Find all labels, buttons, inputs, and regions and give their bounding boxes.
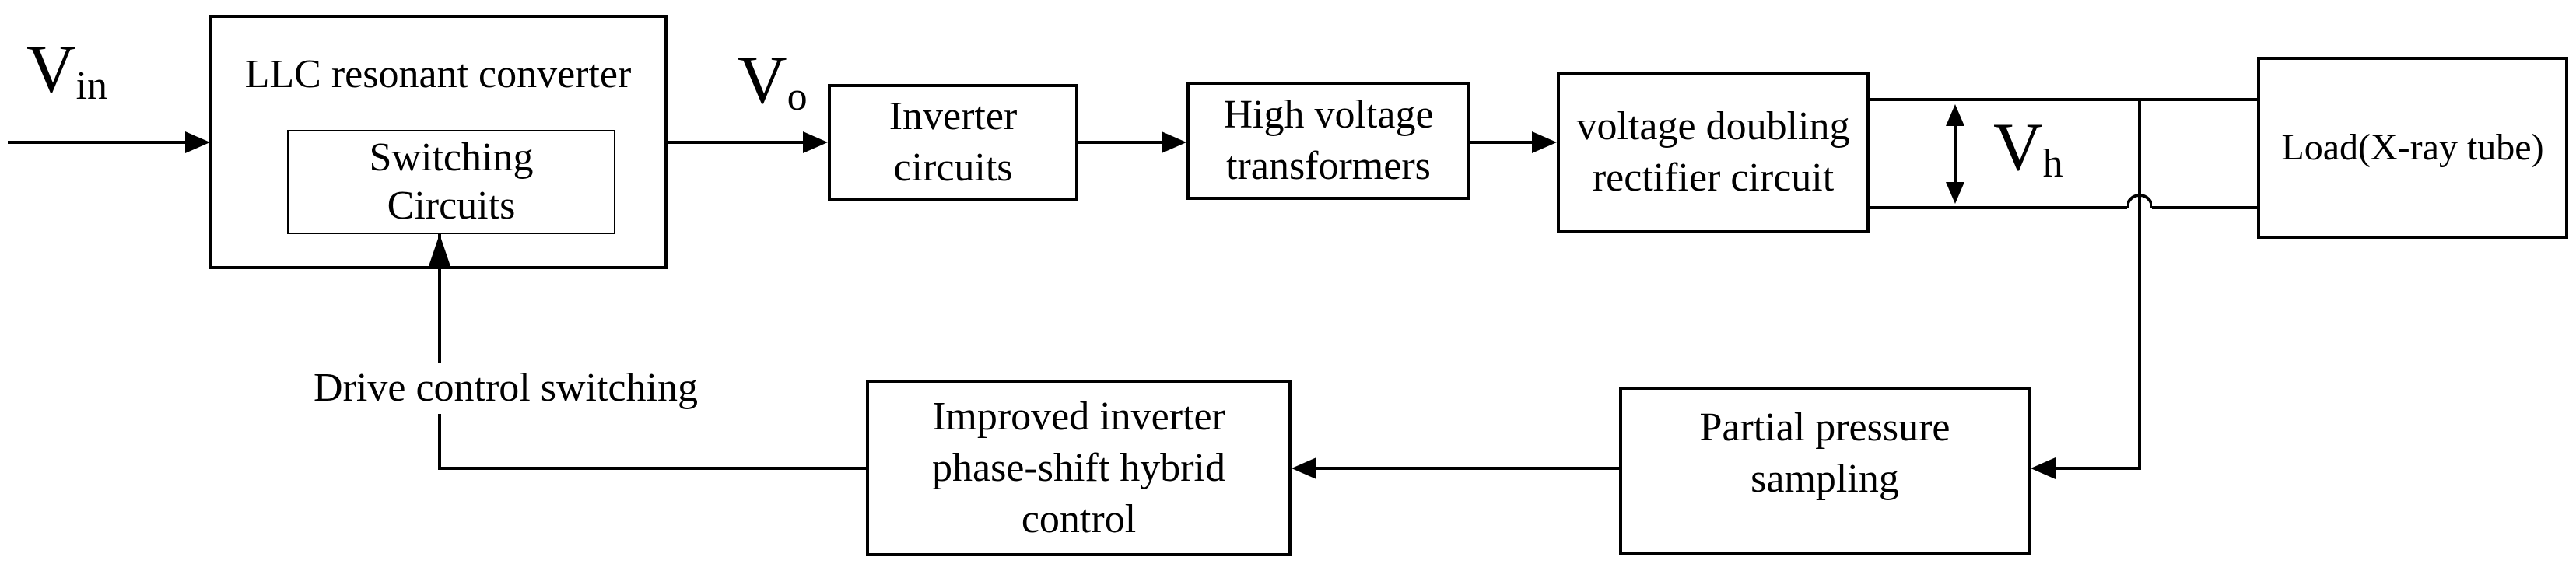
block-switching-circuits: Switching Circuits [287, 130, 615, 234]
vo-label-main: V [738, 43, 787, 118]
vin-label-main: V [26, 32, 76, 107]
connector-feedback-to-sampling-line [2052, 467, 2141, 470]
connector-inverter-to-transformer-line [1078, 141, 1165, 144]
vh-label-main: V [1993, 110, 2043, 185]
vin-label-sub: in [75, 64, 108, 109]
connector-sampling-to-control-line [1313, 467, 1619, 470]
vh-label-sub: h [2042, 142, 2063, 187]
phase-shift-control-label-line3: control [1021, 496, 1137, 541]
phase-shift-control-label-line1: Improved inverter [932, 394, 1225, 439]
arrowhead-into-switching-icon [428, 234, 451, 268]
connector-vh-bus-top-line [1870, 98, 2257, 101]
connector-vh-bus-bottom-line-right [2152, 206, 2257, 209]
drive-control-switching-label: Drive control switching [272, 363, 739, 414]
block-load-xray-tube: Load(X-ray tube) [2257, 57, 2568, 239]
arrowhead-into-transformer-icon [1162, 131, 1186, 153]
connector-transformer-to-rectifier-line [1470, 141, 1535, 144]
vo-label-sub: o [787, 75, 808, 120]
vh-measure-arrow-shaft [1954, 117, 1957, 194]
load-label: Load(X-ray tube) [2281, 127, 2544, 168]
connector-vin-line [8, 141, 185, 144]
vh-measure-arrowhead-up-icon [1946, 104, 1964, 126]
llc-converter-label: LLC resonant converter [244, 52, 632, 96]
connector-control-to-switching-line [438, 467, 866, 470]
inverter-circuits-label-line1: Inverter [888, 94, 1018, 138]
arrowhead-into-control-icon [1292, 457, 1316, 479]
vh-label: Vh [1993, 114, 2063, 184]
voltage-doubling-label-line2: rectifier circuit [1592, 156, 1835, 200]
vo-label: Vo [738, 47, 808, 117]
connector-feedback-drop-line [2138, 100, 2141, 470]
switching-circuits-label-line2: Circuits [387, 184, 516, 228]
vin-label: Vin [26, 36, 107, 107]
block-high-voltage-transformers: High voltage transformers [1186, 82, 1470, 200]
voltage-doubling-label-line1: voltage doubling [1576, 104, 1850, 149]
arrowhead-into-rectifier-icon [1532, 131, 1557, 153]
hv-transformers-label-line2: transformers [1226, 144, 1431, 188]
block-partial-pressure-sampling: Partial pressure sampling [1619, 387, 2031, 555]
arrowhead-into-inverter-icon [803, 131, 828, 153]
connector-vo-line [668, 141, 806, 144]
switching-circuits-label-line1: Switching [369, 135, 534, 180]
partial-pressure-label-line1: Partial pressure [1699, 405, 1950, 450]
block-phase-shift-control: Improved inverter phase-shift hybrid con… [866, 380, 1292, 556]
arrowhead-into-llc-icon [185, 131, 210, 153]
vh-measure-arrowhead-down-icon [1946, 182, 1964, 204]
phase-shift-control-label-line2: phase-shift hybrid [932, 445, 1225, 490]
connector-drive-control-riser-line [438, 234, 441, 468]
hv-transformers-label-line1: High voltage [1223, 93, 1434, 137]
arrowhead-into-sampling-icon [2031, 457, 2056, 479]
block-llc-resonant-converter: LLC resonant converter Switching Circuit… [209, 15, 668, 269]
block-voltage-doubling-rectifier: voltage doubling rectifier circuit [1557, 72, 1870, 233]
inverter-circuits-label-line2: circuits [893, 145, 1013, 190]
partial-pressure-label-line2: sampling [1751, 457, 1899, 501]
connector-vh-bus-bottom-line-left [1870, 206, 2127, 209]
block-inverter-circuits: Inverter circuits [828, 84, 1078, 201]
